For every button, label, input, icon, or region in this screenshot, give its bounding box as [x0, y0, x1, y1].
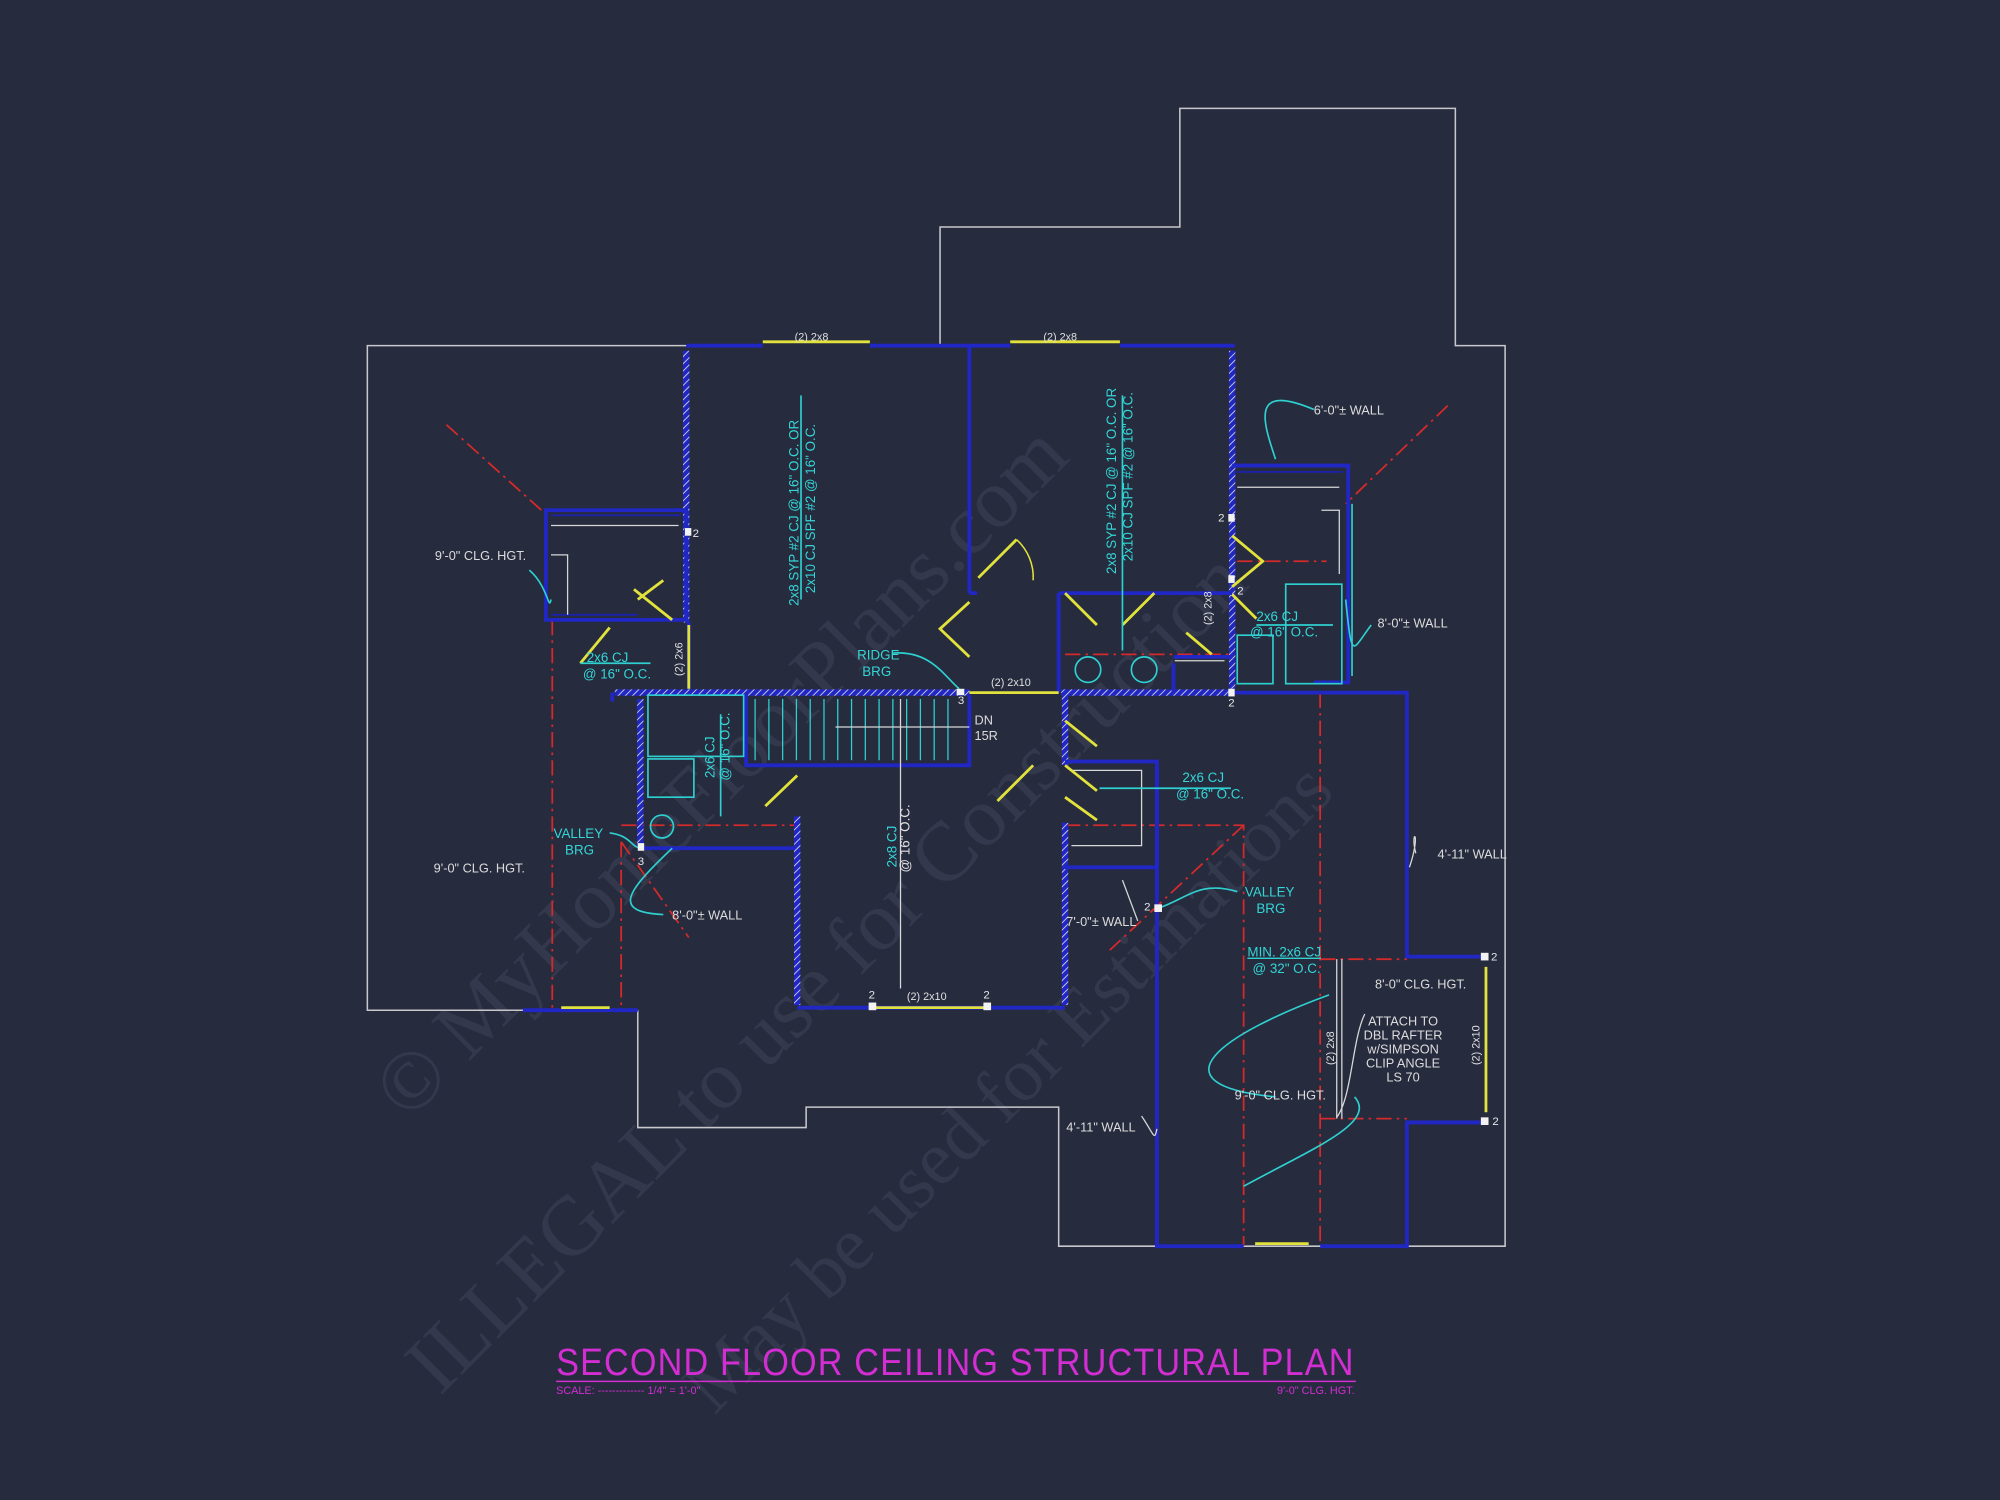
header-label-loft: (2) 2x10 [907, 991, 947, 1003]
header-label-ridge: (2) 2x10 [991, 677, 1031, 689]
roof-outline [366, 107, 1506, 1247]
valley-brg-label: BRG [1256, 901, 1285, 916]
post-number: 2 [1492, 1116, 1498, 1128]
joist-note-closet-right: 2x6 CJ [1182, 770, 1224, 785]
valley-lines [445, 404, 1449, 1247]
ceiling-height-label: 9'-0" CLG. HGT. [1235, 1087, 1326, 1102]
toilet-right [1236, 634, 1274, 685]
joist-note-closet: @ 16" O.C. [583, 667, 651, 682]
joist-note-bath-left: @ 16" O.C. [718, 712, 733, 780]
valley-brg-label: BRG [565, 843, 594, 858]
joist-note-loft: @ 16" O.C. [897, 804, 912, 872]
valley-brg-label: VALLEY [554, 826, 604, 841]
post-number: 2 [1144, 902, 1150, 914]
attach-note-line: DBL RAFTER [1364, 1028, 1443, 1043]
wall-height-label: 8'-0"± WALL [672, 908, 742, 923]
post-number: 2 [1228, 698, 1234, 710]
sink-vanity-1 [1074, 656, 1102, 684]
doors [561, 340, 1488, 1246]
joist-note-loft: 2x8 CJ [885, 826, 900, 868]
joist-note-bath-right: @ 16" O.C. [1250, 624, 1318, 639]
ridge-brg-label: BRG [862, 664, 891, 679]
title-ceiling-height: 9'-0" CLG. HGT. [1277, 1385, 1355, 1397]
header-label-bed1: (2) 2x8 [795, 332, 829, 344]
joist-note-bath-left: 2x6 CJ [702, 736, 717, 778]
post-number: 2 [1491, 951, 1497, 963]
sink-left [649, 814, 675, 839]
sink-vanity-2 [1130, 656, 1158, 684]
posts [637, 514, 1489, 1125]
post-number: 2 [869, 990, 875, 1002]
fixtures [647, 583, 1343, 839]
stairs [754, 698, 949, 761]
joist-note-bath-right: 2x6 CJ [1256, 609, 1298, 624]
post-number: 2 [983, 990, 989, 1002]
post-number: 2 [693, 528, 699, 540]
ridge-brg-label: RIDGE [857, 647, 899, 662]
bathtub-right [1284, 583, 1343, 685]
bathtub-left [647, 694, 745, 758]
ceiling-height-label: 8'-0" CLG. HGT. [1375, 977, 1466, 992]
joist-note-bed1: 2x10 CJ SPF #2 @ 16" O.C. [803, 424, 818, 593]
attach-note-line: w/SIMPSON [1366, 1042, 1439, 1057]
attach-note: ATTACH TO DBL RAFTER w/SIMPSON CLIP ANGL… [1364, 1014, 1443, 1085]
header-label-window: (2) 2x10 [1471, 1025, 1483, 1065]
post-number: 2 [1237, 585, 1243, 597]
wall-height-label: 7'-0"± WALL [1066, 914, 1136, 929]
joist-note-bed1: 2x8 SYP #2 CJ @ 16" O.C. OR [786, 419, 801, 605]
joist-note-bonus: @ 32" O.C. [1253, 961, 1321, 976]
header-label-attach: (2) 2x8 [1325, 1031, 1337, 1065]
stair-label: DN [974, 712, 992, 727]
wall-height-label: 4'-11" WALL [1066, 1119, 1135, 1134]
toilet-left [647, 758, 695, 799]
walls [522, 343, 1486, 1249]
wall-height-label: 6'-0"± WALL [1314, 403, 1384, 418]
stair-label: 15R [974, 728, 997, 743]
scale-label: SCALE: ------------- 1/4" = 1'-0" [556, 1385, 700, 1397]
post-number: 2 [1218, 513, 1224, 525]
post-number: 3 [958, 695, 964, 707]
ceiling-height-label: 9'-0" CLG. HGT. [434, 860, 525, 875]
attach-note-line: LS 70 [1386, 1070, 1419, 1085]
header-label-bath: (2) 2x8 [1203, 591, 1215, 625]
wall-height-label: 8'-0"± WALL [1378, 616, 1448, 631]
joist-note-bed2: 2x10 CJ SPF #2 @ 16" O.C. [1121, 392, 1136, 561]
plan-title: SECOND FLOOR CEILING STRUCTURAL PLAN [556, 1341, 1354, 1384]
shelves [551, 486, 1343, 1119]
valley-brg-label: VALLEY [1245, 885, 1295, 900]
joist-note-closet: 2x6 CJ [587, 650, 629, 665]
joist-note-closet-right: @ 16" O.C. [1176, 786, 1244, 801]
ceiling-height-label: 9'-0" CLG. HGT. [435, 548, 526, 563]
header-label-bed2: (2) 2x8 [1043, 332, 1077, 344]
post-number: 3 [638, 856, 644, 868]
joist-note-bonus: MIN. 2x6 CJ [1247, 945, 1321, 960]
leaders [528, 395, 1417, 1187]
attach-note-line: CLIP ANGLE [1366, 1056, 1440, 1071]
attach-note-line: ATTACH TO [1368, 1014, 1438, 1029]
joist-note-bed2: 2x8 SYP #2 CJ @ 16" O.C. OR [1104, 388, 1119, 574]
header-label-closet: (2) 2x6 [673, 642, 685, 676]
wall-height-label: 4'-11" WALL [1438, 846, 1507, 861]
